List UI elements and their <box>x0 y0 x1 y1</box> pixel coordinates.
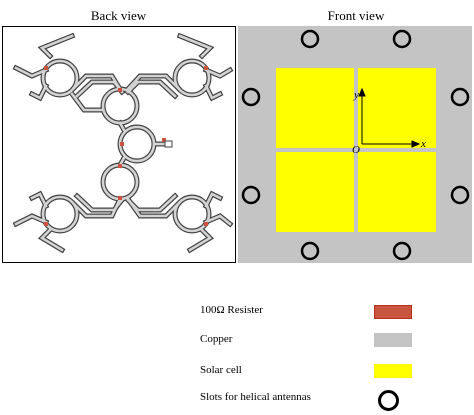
x-axis-arrowhead <box>411 140 421 148</box>
legend-swatch-solar-cell <box>374 364 412 378</box>
resistor-5 <box>118 164 122 168</box>
solar-cell-top-left <box>276 68 354 148</box>
copper-trace-network <box>14 34 232 252</box>
loop-bottom-right <box>173 195 211 233</box>
arm-tr-1 <box>204 68 232 78</box>
slot-bottom-right <box>392 241 412 261</box>
legend-label-copper: Copper <box>200 333 233 345</box>
resistor-group <box>44 66 208 226</box>
resistor-4 <box>118 196 122 200</box>
slot-top-left <box>300 29 320 49</box>
slot-left-lower <box>241 185 261 205</box>
y-axis-arrowhead <box>358 87 366 97</box>
feed-top-right-a <box>126 74 180 91</box>
slot-bottom-left <box>300 241 320 261</box>
feed-center-link-lower <box>118 156 126 167</box>
slot-right-upper <box>450 87 470 107</box>
loop-top-right <box>173 59 211 97</box>
front-view-title: Front view <box>327 8 385 23</box>
solar-cell-top-right <box>358 68 436 148</box>
arm-tl-1 <box>14 66 48 78</box>
resistor-2 <box>204 66 208 70</box>
x-axis-label: x <box>420 138 426 150</box>
resistor-6 <box>44 222 48 226</box>
arm-bl-2 <box>39 228 64 252</box>
legend-label-slots: Slots for helical antennas <box>200 391 311 403</box>
arm-bl-3 <box>30 192 48 208</box>
arm-br-2 <box>188 228 213 252</box>
axes <box>358 87 421 148</box>
resistor-1 <box>44 66 48 70</box>
feed-bottom-left-b <box>75 194 124 212</box>
legend-swatch-copper <box>374 333 412 347</box>
arm-br-1 <box>204 214 232 226</box>
arm-tr-2 <box>178 34 213 58</box>
legend-swatch-resistor <box>374 305 412 319</box>
loop-bottom-left <box>41 195 79 233</box>
feed-center-link-upper <box>118 121 126 132</box>
back-view-panel <box>2 26 236 263</box>
legend-swatch-slot-icon <box>378 390 399 411</box>
resistor-7 <box>204 222 208 226</box>
slot-left-upper <box>241 87 261 107</box>
arm-tr-3 <box>204 84 222 100</box>
feed-bottom-right-b <box>126 194 177 212</box>
slots-group <box>241 29 470 261</box>
resistor-terminal <box>164 140 173 148</box>
loop-top-left <box>41 59 79 97</box>
slot-top-right <box>392 29 412 49</box>
feed-top-right-b <box>126 80 177 98</box>
origin-label: O <box>352 144 360 156</box>
slot-right-lower <box>450 185 470 205</box>
arm-tl-3 <box>30 84 48 100</box>
arm-br-3 <box>204 192 222 208</box>
feed-top-left-b <box>75 80 124 98</box>
solar-cell-bottom-right <box>358 152 436 232</box>
back-view-title: Back view <box>90 8 147 23</box>
resistor-3 <box>118 88 122 92</box>
legend-label-resistor: 100Ω Resister <box>200 304 263 316</box>
arm-tl-2 <box>39 34 74 58</box>
resistor-9 <box>120 142 124 146</box>
legend-label-solar-cell: Solar cell <box>200 364 242 376</box>
resistor-8 <box>162 138 166 142</box>
feed-top-side <box>70 92 104 112</box>
arm-bl-1 <box>14 214 48 226</box>
solar-cell-bottom-left <box>276 152 354 232</box>
front-view-panel: y x O <box>238 26 472 263</box>
y-axis-label: y <box>353 89 359 101</box>
